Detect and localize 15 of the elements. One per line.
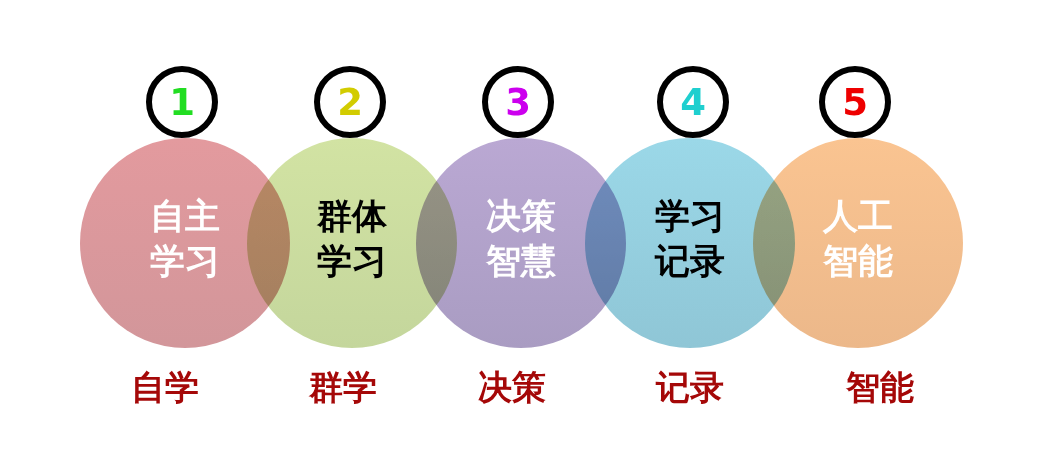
circle-text: 决策智慧 (486, 195, 556, 283)
step-number: 5 (842, 83, 868, 121)
step-number: 4 (680, 83, 706, 121)
caption-text: 智能 (846, 370, 914, 404)
caption-text: 群学 (309, 370, 377, 404)
circle-text: 学习记录 (655, 195, 725, 283)
step-number: 1 (169, 83, 195, 121)
circle-text: 群体学习 (317, 195, 387, 283)
caption-text: 记录 (656, 370, 724, 404)
step-number: 3 (505, 83, 531, 121)
caption-text: 决策 (478, 370, 546, 404)
circle-text: 自主学习 (150, 195, 220, 283)
step-number: 2 (337, 83, 363, 121)
circle-text: 人工智能 (823, 195, 893, 283)
caption-text: 自学 (131, 370, 199, 404)
